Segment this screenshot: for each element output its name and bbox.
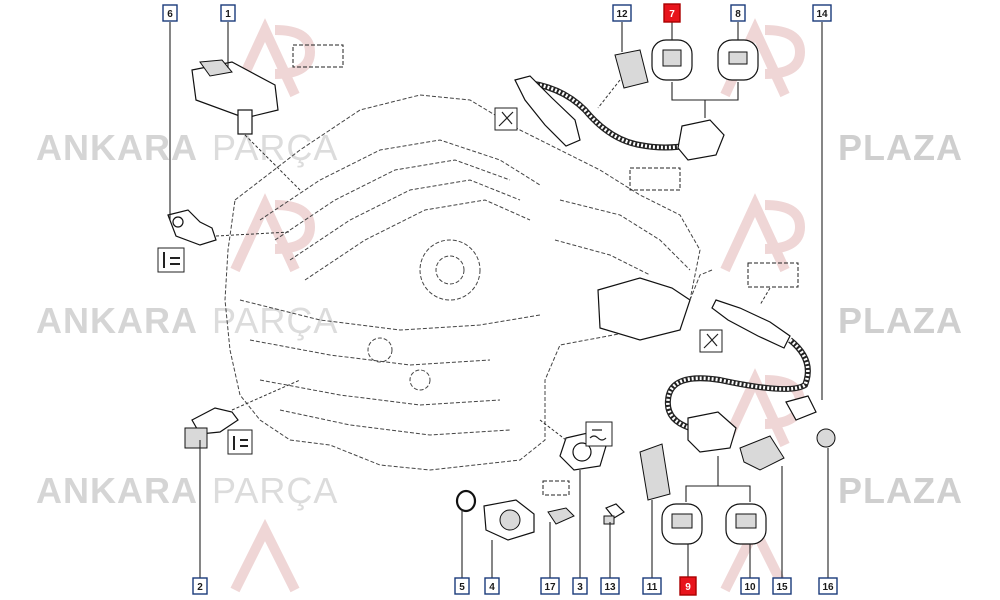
svg-text:3: 3 xyxy=(577,582,583,593)
callout-16: 16 xyxy=(818,577,838,595)
watermark: ANKARA PARÇA PLAZA ANKARA PARÇA PLAZA AN… xyxy=(36,18,963,593)
svg-text:15: 15 xyxy=(776,582,788,593)
watermark-text: PARÇA xyxy=(212,300,338,341)
svg-text:11: 11 xyxy=(647,582,658,593)
callout-7: 7 xyxy=(663,3,681,23)
svg-text:2: 2 xyxy=(197,582,203,593)
callout-6: 6 xyxy=(162,4,178,22)
svg-text:16: 16 xyxy=(822,582,834,593)
upstream-oxygen-sensor-part xyxy=(514,39,759,191)
leader-lines xyxy=(169,22,829,578)
catalytic-converter xyxy=(597,277,691,341)
svg-text:9: 9 xyxy=(685,582,691,593)
callout-17: 17 xyxy=(540,577,560,595)
map-sensor-part xyxy=(191,59,301,191)
watermark-text: ANKARA xyxy=(36,300,198,341)
callout-1: 1 xyxy=(220,4,236,22)
clip-part xyxy=(542,480,575,525)
coolant-temp-sensor-part xyxy=(184,379,301,449)
callout-15: 15 xyxy=(772,577,792,595)
svg-text:10: 10 xyxy=(744,582,756,593)
watermark-text: PARÇA xyxy=(212,127,338,168)
callout-13: 13 xyxy=(600,577,620,595)
sensor-symbol-icons xyxy=(157,44,723,455)
callout-5: 5 xyxy=(454,577,470,595)
watermark-text: ANKARA xyxy=(36,470,198,511)
callout-14: 14 xyxy=(812,4,832,22)
callouts: 6 1 12 7 8 14 2 5 4 17 3 13 11 9 10 15 1… xyxy=(162,3,838,596)
callout-9: 9 xyxy=(679,576,697,596)
callout-12: 12 xyxy=(612,4,632,22)
svg-text:14: 14 xyxy=(816,9,828,20)
svg-text:8: 8 xyxy=(735,9,741,20)
svg-text:17: 17 xyxy=(544,582,556,593)
svg-text:4: 4 xyxy=(489,582,495,593)
callout-8: 8 xyxy=(730,4,746,22)
watermark-text: ANKARA xyxy=(36,127,198,168)
callout-10: 10 xyxy=(740,577,760,595)
knock-sensor-part xyxy=(167,209,291,246)
callout-11: 11 xyxy=(642,577,662,595)
watermark-text: PLAZA xyxy=(838,470,963,511)
callout-2: 2 xyxy=(192,577,208,595)
o-ring-part xyxy=(455,489,477,513)
engine-block xyxy=(224,94,713,471)
svg-text:1: 1 xyxy=(225,9,231,20)
svg-text:13: 13 xyxy=(604,582,616,593)
watermark-text: PARÇA xyxy=(212,470,338,511)
watermark-row-3: ANKARA PARÇA PLAZA xyxy=(36,470,963,511)
bracket-part xyxy=(639,443,671,501)
watermark-text: PLAZA xyxy=(838,127,963,168)
svg-text:5: 5 xyxy=(459,582,465,593)
watermark-row-2: ANKARA PARÇA PLAZA xyxy=(36,300,963,341)
callout-3: 3 xyxy=(572,577,588,595)
watermark-row-1: ANKARA PARÇA PLAZA xyxy=(36,127,963,168)
speed-sensor-part xyxy=(483,499,535,541)
downstream-oxygen-sensor-part xyxy=(661,262,836,545)
svg-text:12: 12 xyxy=(616,9,628,20)
svg-text:7: 7 xyxy=(669,9,675,20)
watermark-text: PLAZA xyxy=(838,300,963,341)
bolt-part xyxy=(603,503,625,525)
callout-4: 4 xyxy=(484,577,500,595)
svg-text:6: 6 xyxy=(167,9,173,20)
